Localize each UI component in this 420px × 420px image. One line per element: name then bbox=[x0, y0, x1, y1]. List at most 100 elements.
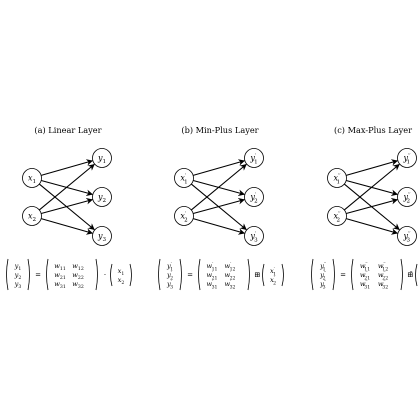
lhs-entry: y′3 bbox=[166, 280, 173, 291]
panel-caption: (b) Min-Plus Layer bbox=[181, 125, 258, 135]
edge-x2-y2 bbox=[346, 197, 398, 215]
edge-x2-y2 bbox=[41, 197, 93, 215]
output-node-label: y′3 bbox=[249, 232, 258, 244]
vector-right-paren bbox=[281, 263, 284, 287]
output-node-3 bbox=[244, 226, 264, 246]
matrix-entry: w11 bbox=[54, 262, 66, 272]
lhs-entry: y′′1 bbox=[319, 262, 326, 273]
lhs-left-paren bbox=[6, 258, 9, 291]
output-node-2 bbox=[92, 187, 112, 207]
input-node-2 bbox=[22, 206, 42, 226]
lhs-entry: y′′2 bbox=[319, 271, 326, 282]
output-node-label: y′′1 bbox=[402, 154, 411, 166]
equals-sign: = bbox=[35, 271, 41, 279]
edge-x2-y1 bbox=[343, 163, 400, 211]
matrix-entry: w′′22 bbox=[378, 271, 388, 282]
vector-right-paren bbox=[129, 263, 132, 287]
matrix-entry: w′12 bbox=[225, 262, 236, 273]
vector-left-paren bbox=[110, 263, 113, 287]
vector-entry: x2 bbox=[118, 276, 125, 286]
matrix-entry: w′′12 bbox=[378, 262, 388, 273]
matrix-entry: w′32 bbox=[225, 280, 236, 291]
edge-x1-y1 bbox=[345, 159, 399, 176]
edge-x1-y1 bbox=[40, 159, 94, 176]
output-node-2 bbox=[244, 187, 264, 207]
input-node-label: x′1 bbox=[180, 174, 187, 186]
panel-c: (c) Max-Plus Layerx′′1x′′2y′′1y′′2y′′3y′… bbox=[311, 125, 418, 291]
lhs-entry: y′2 bbox=[166, 271, 173, 282]
output-node-label: y′2 bbox=[249, 193, 258, 205]
equals-sign: = bbox=[187, 271, 193, 279]
edge-x2-y2 bbox=[193, 197, 245, 215]
matrix-entry: w′31 bbox=[207, 280, 218, 291]
lhs-left-paren bbox=[311, 258, 314, 291]
output-node-1 bbox=[92, 148, 112, 168]
vector-entry: x1 bbox=[118, 267, 125, 277]
output-node-1 bbox=[244, 148, 264, 168]
output-node-3 bbox=[397, 226, 417, 246]
matrix-entry: w′′11 bbox=[360, 262, 370, 273]
lhs-right-paren bbox=[27, 258, 30, 291]
matrix-entry: w22 bbox=[72, 271, 84, 281]
input-node-1 bbox=[327, 168, 347, 188]
edge-x1-y1 bbox=[192, 159, 246, 176]
matrix-entry: w′11 bbox=[207, 262, 218, 273]
panel-caption: (a) Linear Layer bbox=[34, 125, 101, 135]
edge-x2-y3 bbox=[40, 218, 94, 235]
output-node-label: y′′3 bbox=[402, 232, 411, 244]
matrix-left-paren bbox=[46, 258, 49, 291]
input-node-label: x′′1 bbox=[333, 174, 341, 186]
matrix-entry: w12 bbox=[72, 262, 84, 272]
edge-x2-y1 bbox=[38, 163, 95, 211]
matrix-right-paren bbox=[400, 258, 403, 291]
input-node-2 bbox=[327, 206, 347, 226]
operator-symbol: ⊞̄ bbox=[407, 271, 413, 279]
vector-entry: x′1 bbox=[270, 267, 276, 278]
vector-entry: x′2 bbox=[270, 276, 276, 287]
output-node-label: y2 bbox=[97, 193, 107, 204]
lhs-right-paren bbox=[332, 258, 335, 291]
matrix-entry: w′22 bbox=[225, 271, 236, 282]
output-node-1 bbox=[397, 148, 417, 168]
panel-caption: (c) Max-Plus Layer bbox=[334, 125, 412, 135]
vector-left-paren bbox=[262, 263, 265, 287]
matrix-left-paren bbox=[351, 258, 354, 291]
input-node-1 bbox=[174, 168, 194, 188]
matrix-entry: w32 bbox=[72, 280, 84, 290]
matrix-entry: w21 bbox=[54, 271, 66, 281]
lhs-entry: y2 bbox=[14, 271, 22, 281]
output-node-3 bbox=[92, 226, 112, 246]
input-node-1 bbox=[22, 168, 42, 188]
edge-x2-y3 bbox=[192, 218, 246, 235]
lhs-left-paren bbox=[158, 258, 161, 291]
input-node-label: x2 bbox=[28, 212, 37, 223]
output-node-2 bbox=[397, 187, 417, 207]
lhs-entry: y′1 bbox=[166, 262, 173, 273]
operator-symbol: · bbox=[104, 271, 106, 279]
edge-x2-y3 bbox=[345, 218, 399, 235]
layer-equation: y′1y′2y′3 = w′11 w′12 w′21 w′22 w′31 w′32 ⊞ x′1x′… bbox=[158, 258, 284, 291]
input-node-label: x′′2 bbox=[333, 212, 341, 224]
operator-symbol: ⊞ bbox=[254, 271, 260, 279]
equals-sign: = bbox=[340, 271, 346, 279]
matrix-entry: w′′31 bbox=[360, 280, 370, 291]
lhs-right-paren bbox=[179, 258, 182, 291]
matrix-entry: w31 bbox=[54, 280, 66, 290]
matrix-entry: w′21 bbox=[207, 271, 218, 282]
input-node-label: x1 bbox=[28, 174, 36, 185]
output-node-label: y1 bbox=[97, 154, 106, 165]
matrix-right-paren bbox=[95, 258, 98, 291]
panel-b: (b) Min-Plus Layerx′1x′2y′1y′2y′3y′1y′2y… bbox=[158, 125, 284, 291]
input-node-2 bbox=[174, 206, 194, 226]
vector-left-paren bbox=[415, 263, 418, 287]
output-node-label: y′′2 bbox=[402, 193, 411, 205]
lhs-entry: y1 bbox=[14, 262, 22, 272]
matrix-left-paren bbox=[198, 258, 201, 291]
lhs-entry: y′′3 bbox=[319, 280, 326, 291]
edge-x2-y1 bbox=[190, 163, 247, 211]
